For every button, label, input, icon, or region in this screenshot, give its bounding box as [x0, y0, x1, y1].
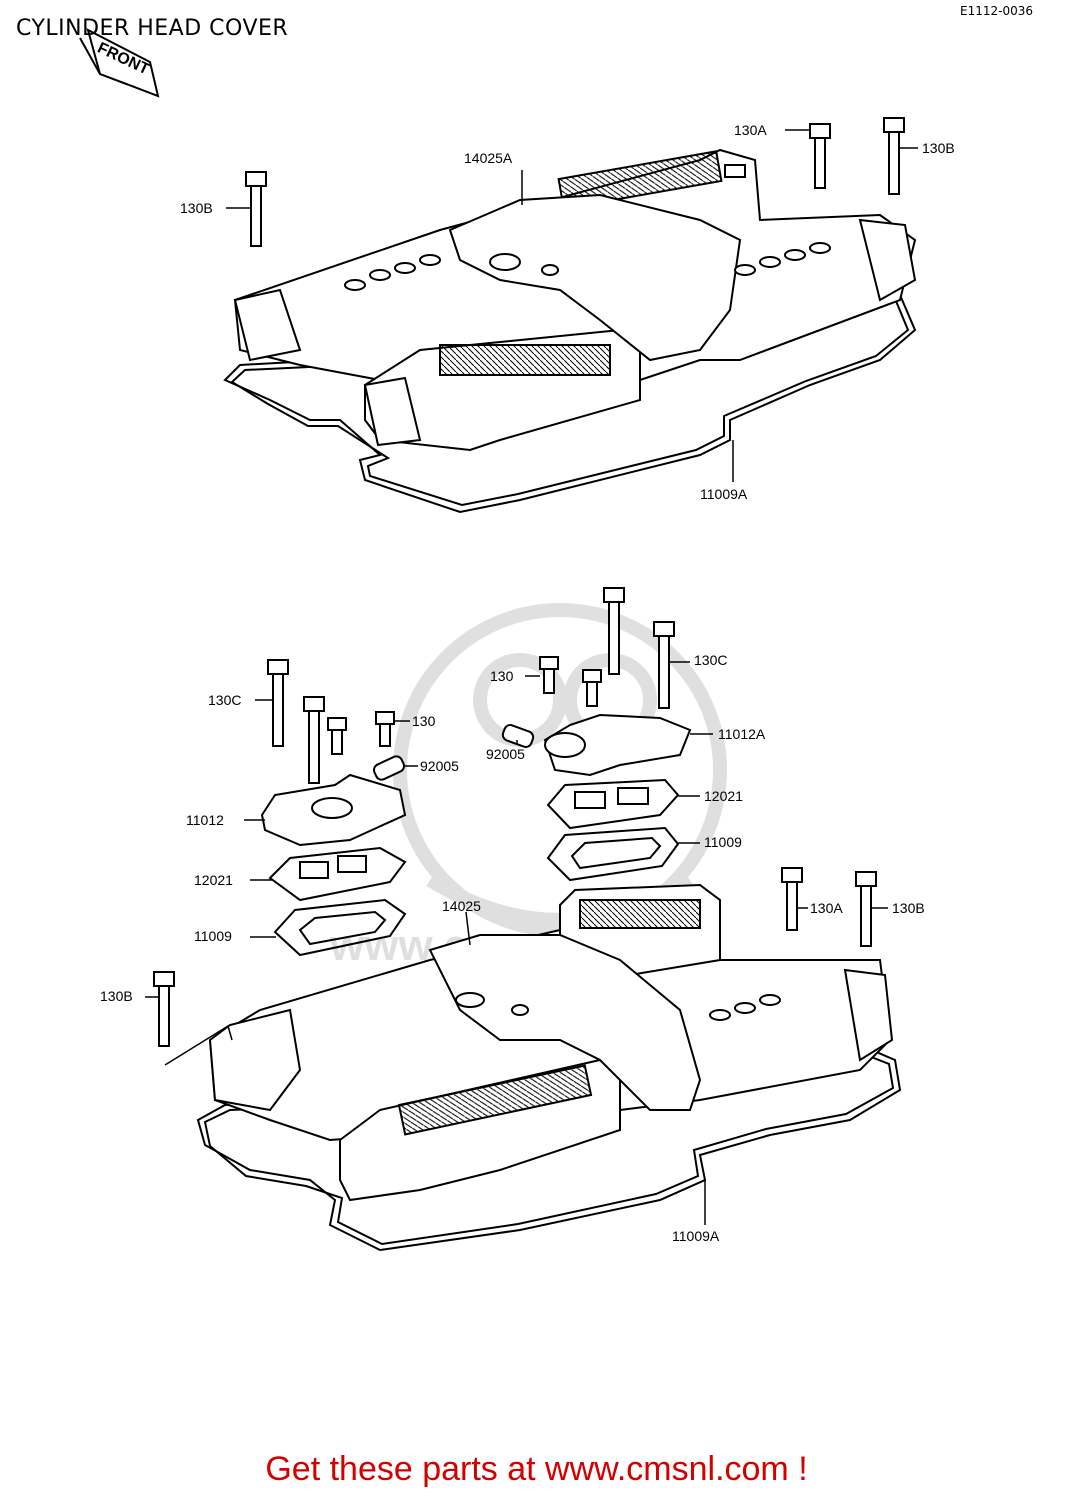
label-130b-top-right[interactable]: 130B: [922, 140, 955, 156]
bolt-130-left-a: [327, 717, 347, 755]
label-130a-top[interactable]: 130A: [734, 122, 767, 138]
label-11009a-bottom[interactable]: 11009A: [672, 1228, 720, 1244]
top-bolt-130a: [809, 123, 831, 189]
label-130c-left[interactable]: 130C: [208, 692, 242, 708]
label-130a-bottom[interactable]: 130A: [810, 900, 843, 916]
label-12021-right[interactable]: 12021: [704, 788, 743, 804]
top-bolt-130b-left: [245, 171, 267, 247]
footer-link[interactable]: Get these parts at www.cmsnl.com !: [265, 1450, 808, 1488]
label-11009-right[interactable]: 11009: [704, 834, 742, 850]
top-leader-lines: [226, 129, 918, 482]
bolt-130a-bottom: [781, 867, 803, 931]
main-cover-14025: [208, 883, 894, 1202]
label-130b-bottom-right[interactable]: 130B: [892, 900, 925, 916]
top-cover-14025a: [233, 148, 917, 452]
bolt-130c-right: [653, 621, 675, 709]
breather-plate-12021-right: [546, 778, 680, 830]
label-130c-right[interactable]: 130C: [694, 652, 728, 668]
label-130b-top-left[interactable]: 130B: [180, 200, 213, 216]
bolt-130-left-b: [375, 711, 395, 747]
diagram-ref: E1112-0036: [960, 4, 1033, 18]
label-14025a[interactable]: 14025A: [464, 150, 513, 166]
label-130-left[interactable]: 130: [412, 713, 436, 729]
breather-cover-11012a: [543, 713, 692, 777]
bolt-130b-bottom-right: [855, 871, 877, 947]
bolt-130c-left: [267, 659, 289, 747]
label-92005-right[interactable]: 92005: [486, 746, 525, 762]
bottom-leader-lines: [145, 661, 888, 1225]
bolt-top-center: [603, 587, 625, 675]
label-11009-left[interactable]: 11009: [194, 928, 232, 944]
label-12021-left[interactable]: 12021: [194, 872, 233, 888]
label-130b-bottom-left[interactable]: 130B: [100, 988, 133, 1004]
label-14025[interactable]: 14025: [442, 898, 481, 914]
breather-cover-11012: [260, 773, 407, 847]
dowel-92005-left: [372, 755, 406, 781]
bolt-130-right-a: [539, 656, 559, 694]
page-title: CYLINDER HEAD COVER: [16, 16, 289, 41]
dowel-92005-right: [501, 724, 535, 748]
bolt-130b-bottom-left: [153, 971, 175, 1047]
top-bolt-130b-right: [883, 117, 905, 195]
bolt-long-left: [303, 696, 325, 784]
label-11009a-top[interactable]: 11009A: [700, 486, 748, 502]
breather-plate-12021-left: [268, 846, 407, 902]
gasket-11009-left: [273, 898, 407, 957]
bolt-130-right-b: [582, 669, 602, 707]
label-11012a[interactable]: 11012A: [718, 726, 766, 742]
label-130-right[interactable]: 130: [490, 668, 514, 684]
label-92005-left[interactable]: 92005: [420, 758, 459, 774]
gasket-11009-right: [546, 826, 680, 882]
label-11012[interactable]: 11012: [186, 812, 224, 828]
